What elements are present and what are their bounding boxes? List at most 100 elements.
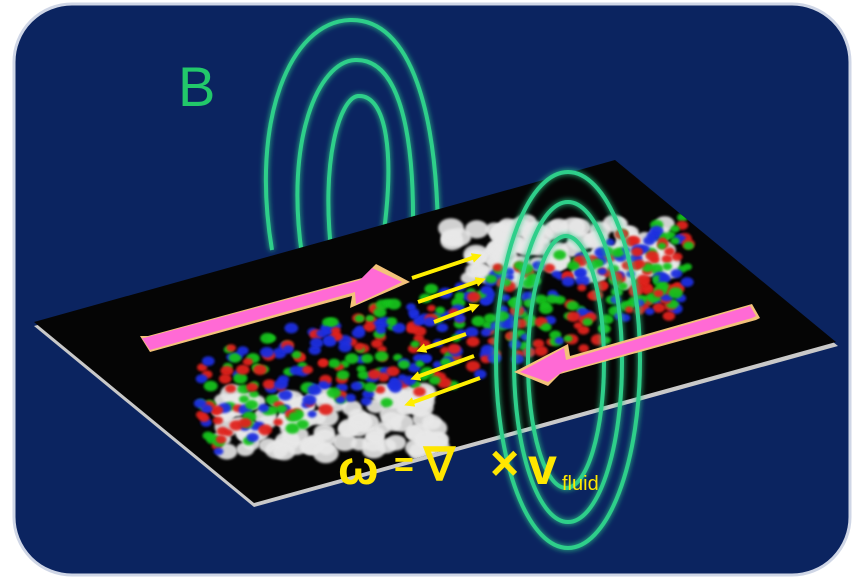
particle — [202, 356, 215, 366]
particle — [302, 365, 314, 374]
particle — [492, 263, 503, 272]
particle — [307, 384, 322, 396]
particle — [223, 429, 233, 437]
particle — [424, 283, 439, 295]
particle — [474, 369, 487, 380]
particle — [549, 218, 569, 234]
particle — [338, 341, 352, 353]
field-line-upper-inner — [326, 93, 391, 264]
particle — [534, 345, 548, 357]
particle — [670, 225, 680, 233]
particle — [436, 323, 449, 333]
particle — [664, 247, 675, 256]
field-line-upper-outer — [263, 17, 441, 261]
particle — [363, 382, 377, 393]
particle — [633, 259, 646, 269]
particle — [624, 306, 634, 314]
particle — [650, 225, 664, 236]
field-line-right-middle — [512, 200, 624, 524]
particle — [671, 252, 683, 261]
particle — [408, 308, 420, 317]
particle — [605, 238, 615, 246]
particle — [577, 307, 588, 316]
particle — [278, 389, 293, 401]
particle — [480, 344, 495, 356]
particle — [238, 395, 249, 404]
particle — [215, 435, 227, 444]
particle — [566, 300, 580, 311]
particle — [643, 236, 655, 246]
particle — [367, 369, 381, 380]
particle — [236, 364, 250, 375]
particle — [388, 379, 403, 390]
particle — [386, 317, 398, 326]
particle — [228, 352, 242, 363]
particle — [385, 434, 407, 451]
particle — [233, 372, 248, 384]
vorticity-equation: ω = ∇ × v fluid — [338, 435, 599, 496]
particle — [195, 374, 208, 384]
particle — [597, 267, 607, 275]
particle — [611, 248, 624, 258]
particle — [662, 262, 673, 271]
particle — [628, 235, 641, 246]
particle — [393, 353, 403, 362]
particle — [326, 317, 339, 327]
particle — [392, 322, 406, 334]
particle — [289, 365, 303, 376]
particle — [532, 339, 545, 349]
particle — [553, 249, 567, 260]
particle — [313, 443, 339, 464]
particle — [466, 360, 481, 372]
particle — [335, 395, 346, 404]
particle — [360, 396, 372, 406]
equation-subscript: fluid — [562, 473, 599, 495]
particle — [454, 291, 466, 301]
particle — [578, 344, 589, 353]
particle — [670, 237, 680, 245]
particle — [636, 274, 651, 286]
particle — [683, 241, 694, 250]
particle — [573, 322, 583, 330]
particle — [193, 398, 207, 409]
particle — [631, 247, 643, 257]
particle — [662, 311, 676, 321]
particle — [375, 385, 386, 394]
shear-arrow — [410, 354, 475, 381]
particle — [657, 281, 669, 291]
particle — [653, 289, 664, 298]
particle — [267, 406, 279, 415]
particle — [575, 269, 585, 278]
particle — [413, 317, 425, 326]
particle — [202, 431, 214, 440]
particle — [485, 274, 498, 284]
particle — [357, 370, 370, 380]
particle — [422, 355, 432, 363]
particle — [661, 254, 673, 264]
particle — [238, 417, 252, 428]
particle — [220, 365, 234, 376]
particle — [665, 231, 676, 240]
particle — [249, 390, 259, 398]
particle — [365, 315, 375, 322]
equation-cross: × — [490, 435, 519, 491]
particle — [504, 273, 514, 281]
particle — [554, 336, 565, 345]
particle — [307, 410, 317, 418]
particle — [197, 363, 208, 372]
particle — [284, 322, 299, 334]
particle — [577, 284, 587, 292]
particle — [328, 358, 341, 368]
particle — [540, 301, 550, 309]
particle — [258, 403, 270, 413]
particle — [236, 442, 255, 457]
particle — [258, 424, 273, 436]
particle — [350, 437, 368, 451]
particle — [500, 294, 511, 302]
shear-arrow — [404, 376, 481, 407]
particle — [413, 386, 426, 397]
particle — [645, 307, 655, 316]
particle — [273, 418, 283, 426]
equation-nabla: ∇ — [422, 438, 456, 490]
particle — [274, 378, 288, 390]
